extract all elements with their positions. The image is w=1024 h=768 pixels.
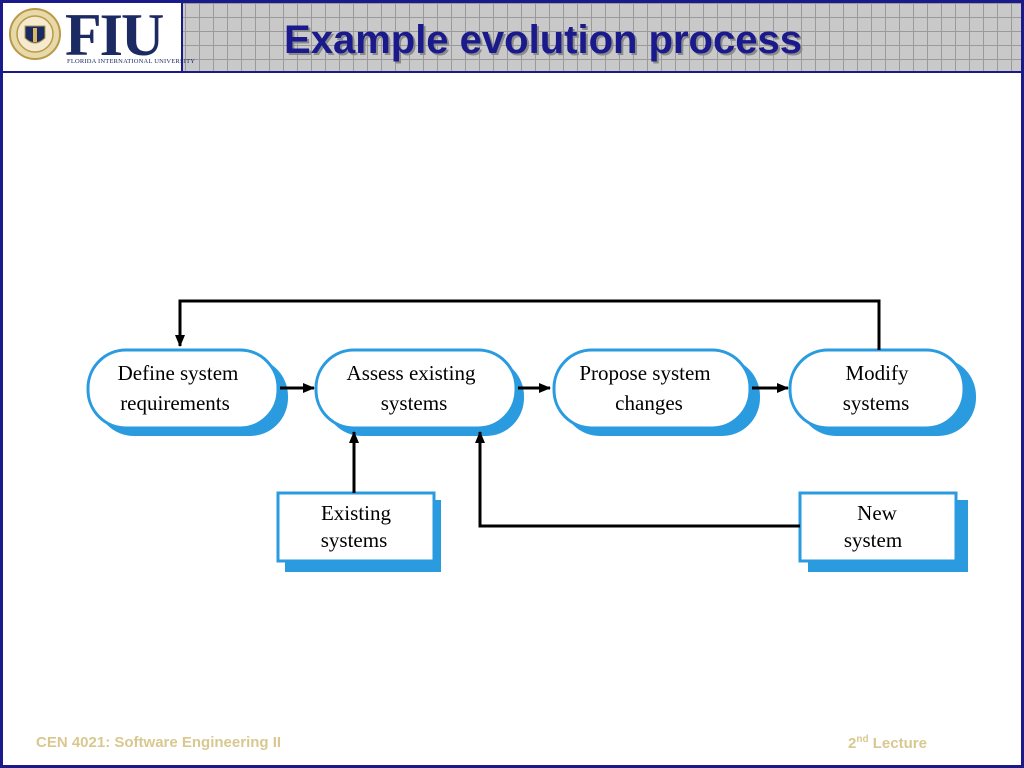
university-seal-icon — [9, 8, 61, 60]
fiu-wordmark-subtitle: FLORIDA INTERNATIONAL UNIVERSITY — [67, 58, 196, 65]
box-label-line1: Assess existing — [347, 361, 476, 385]
lecture-ordinal: nd — [856, 734, 869, 745]
lecture-number: 2 — [848, 735, 857, 752]
process-box-propose-changes: Propose system changes — [552, 348, 760, 436]
box-label-line1: New — [857, 501, 897, 525]
arrow-new-to-assess — [475, 431, 800, 528]
box-label-line2: systems — [843, 391, 910, 415]
box-label-line2: system — [844, 528, 902, 552]
process-box-define-requirements: Define system requirements — [86, 348, 288, 436]
footer-lecture: 2nd Lecture — [848, 734, 927, 752]
fiu-logo: FIU FLORIDA INTERNATIONAL UNIVERSITY — [3, 2, 195, 71]
box-label-line2: requirements — [120, 391, 230, 415]
process-box-assess-systems: Assess existing systems — [314, 348, 524, 436]
box-label-line2: systems — [321, 528, 388, 552]
fiu-wordmark: FIU — [65, 2, 164, 68]
slide-title: Example evolution process — [284, 18, 802, 62]
arrow-feedback-loop — [175, 299, 881, 350]
box-label-line1: Propose system — [579, 361, 710, 385]
footer-course: CEN 4021: Software Engineering II — [36, 734, 282, 751]
slide-header: FIU FLORIDA INTERNATIONAL UNIVERSITY Exa… — [3, 2, 1021, 73]
box-label-line1: Modify — [846, 361, 910, 385]
lecture-word: Lecture — [872, 735, 927, 752]
process-box-modify-systems: Modify systems — [788, 348, 976, 436]
box-label-line2: changes — [615, 391, 683, 415]
data-box-existing-systems: Existing systems — [276, 491, 441, 572]
box-label-line1: Existing — [321, 501, 392, 525]
data-box-new-system: New system — [798, 491, 968, 572]
box-label-line2: systems — [381, 391, 448, 415]
box-label-line1: Define system — [118, 361, 239, 385]
